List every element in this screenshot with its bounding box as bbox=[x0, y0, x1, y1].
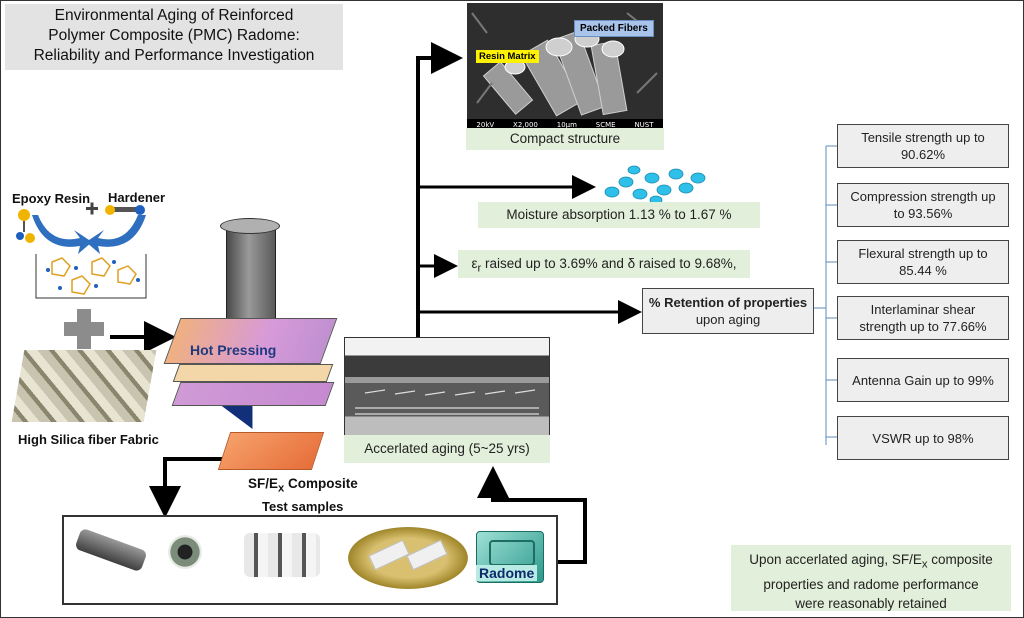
sem-micrograph: 20kV X2,000 10µm SCME NUST bbox=[467, 3, 663, 131]
hardener-label: Hardener bbox=[108, 190, 166, 205]
sample-disc bbox=[168, 535, 202, 569]
arrow-to-aging bbox=[477, 466, 587, 564]
result-vswr: VSWR up to 98% bbox=[837, 416, 1009, 460]
silica-fabric-image bbox=[11, 350, 157, 422]
press-plate-bottom bbox=[171, 382, 335, 406]
result-compression: Compression strength up to 93.56% bbox=[837, 183, 1009, 227]
composite-block bbox=[217, 432, 325, 470]
aging-caption: Accerlated aging (5~25 yrs) bbox=[344, 435, 550, 463]
epoxy-resin-label: Epoxy Resin bbox=[12, 191, 91, 206]
plus-large-icon bbox=[64, 309, 104, 349]
test-samples-title: Test samples bbox=[262, 499, 344, 514]
retention-line-2: upon aging bbox=[695, 312, 761, 327]
title-line-2: Polymer Composite (PMC) Radome: bbox=[48, 27, 300, 44]
sem-scale-bar: 20kV X2,000 10µm SCME NUST bbox=[476, 121, 654, 129]
hot-pressing-label: Hot Pressing bbox=[190, 342, 277, 358]
chamber-rack-graphic bbox=[355, 389, 539, 415]
title-line-3: Reliability and Performance Investigatio… bbox=[33, 47, 315, 64]
arrow-to-sem bbox=[416, 42, 463, 340]
press-sample-layer bbox=[172, 364, 334, 382]
retention-box: % Retention of properties upon aging bbox=[642, 288, 814, 334]
packed-fibers-tag: Packed Fibers bbox=[574, 20, 654, 37]
result-tensile: Tensile strength up to 90.62% bbox=[837, 124, 1009, 168]
press-cylinder-top bbox=[220, 218, 280, 234]
press-cylinder bbox=[226, 223, 276, 333]
sample-striped bbox=[244, 533, 320, 577]
mixing-bowl bbox=[35, 254, 147, 299]
hardener-flow-arrow bbox=[86, 215, 146, 254]
result-interlaminar: Interlaminar shear strength up to 77.66% bbox=[837, 296, 1009, 340]
radome-label: Radome bbox=[476, 565, 538, 581]
title-line-1: Environmental Aging of Reinforced bbox=[54, 7, 294, 24]
plus-small-icon bbox=[86, 202, 98, 215]
retention-line-1: % Retention of properties bbox=[648, 295, 808, 310]
composite-label: SF/Ex Composite bbox=[248, 476, 358, 495]
test-samples-panel: Radome bbox=[62, 515, 558, 605]
arrow-to-samples bbox=[149, 457, 222, 518]
conclusion-line-1: Upon accerlated aging, SF/Ex composite bbox=[749, 552, 993, 571]
hardener-molecule-icon bbox=[105, 205, 145, 215]
conclusion-line-2: properties and radome performance bbox=[763, 576, 979, 592]
diagram-title: Environmental Aging of Reinforced Polyme… bbox=[5, 4, 343, 70]
dielectric-box: εr raised up to 3.69% and δ raised to 9.… bbox=[458, 250, 750, 278]
sem-fiber-graphic bbox=[467, 3, 663, 131]
aging-chamber-image bbox=[344, 337, 550, 437]
epoxy-molecule-icon bbox=[16, 209, 35, 243]
fabric-label: High Silica fiber Fabric bbox=[18, 432, 159, 447]
resin-matrix-tag: Resin Matrix bbox=[476, 50, 539, 63]
result-flexural: Flexural strength up to 85.44 % bbox=[837, 240, 1009, 284]
molecule-structures bbox=[46, 257, 140, 295]
sem-caption: Compact structure bbox=[466, 128, 664, 150]
moisture-droplets-icon bbox=[604, 165, 706, 205]
moisture-absorption-box: Moisture absorption 1.13 % to 1.67 % bbox=[478, 202, 760, 228]
result-antenna-gain: Antenna Gain up to 99% bbox=[837, 358, 1009, 402]
conclusion-box: Upon accerlated aging, SF/Ex composite p… bbox=[731, 545, 1011, 611]
conclusion-line-3: were reasonably retained bbox=[795, 595, 947, 611]
epoxy-flow-arrow bbox=[32, 215, 92, 254]
sample-bar bbox=[74, 527, 148, 573]
